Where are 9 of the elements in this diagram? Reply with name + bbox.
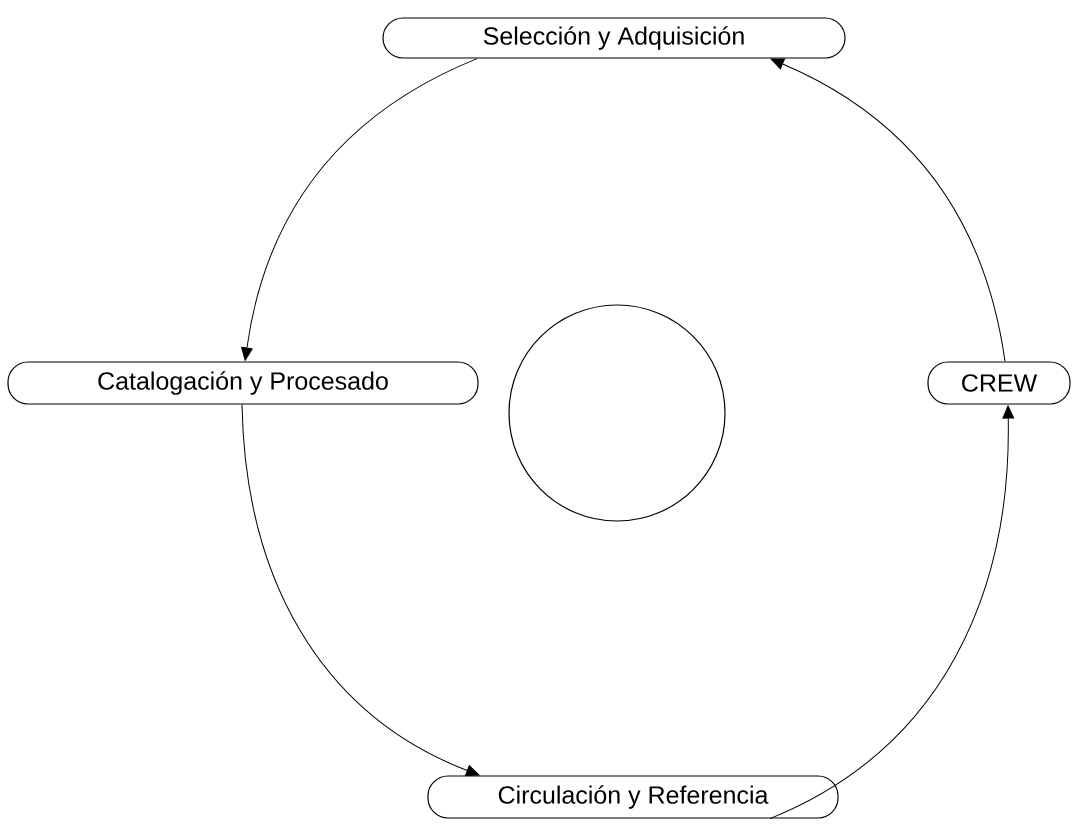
arrow xyxy=(769,405,1015,820)
process-box: Selección y Adquisición xyxy=(382,17,846,59)
process-box: CREW xyxy=(927,361,1071,405)
arrow xyxy=(770,58,1006,362)
arrow xyxy=(241,58,478,361)
process-box: Catalogación y Procesado xyxy=(7,361,479,405)
circle xyxy=(508,304,726,522)
arrow xyxy=(241,404,480,777)
process-box: Circulación y Referencia xyxy=(427,775,839,819)
